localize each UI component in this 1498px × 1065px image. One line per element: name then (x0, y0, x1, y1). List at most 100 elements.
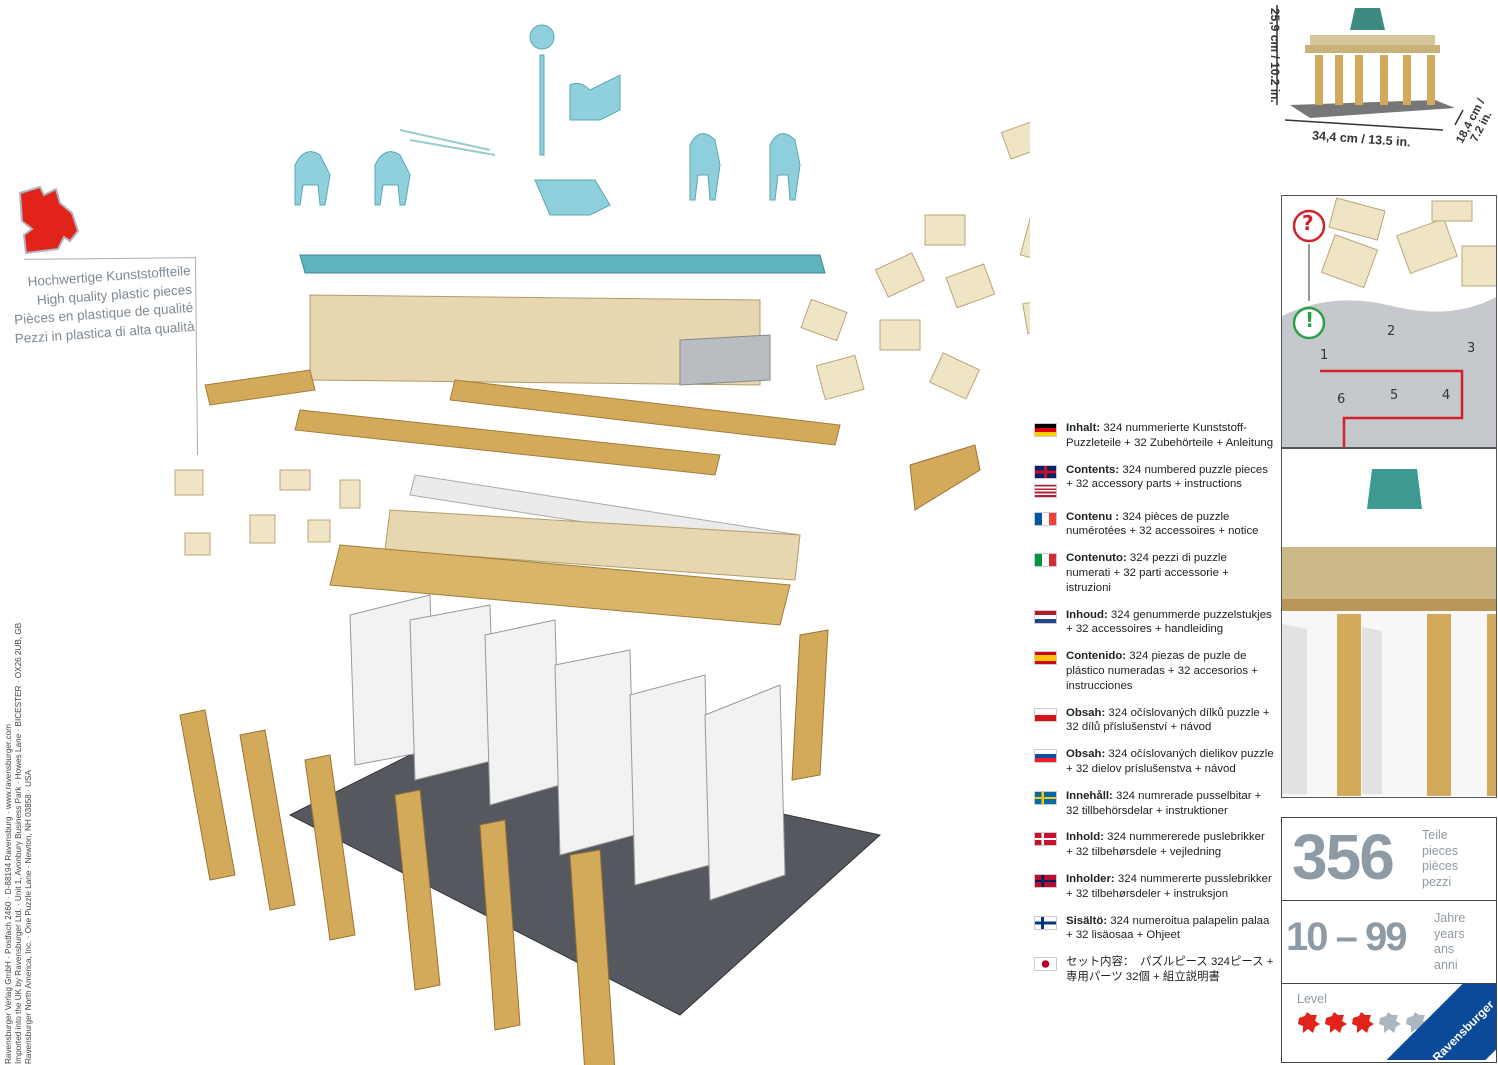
contents-text: 324 nummererede puslebrikker + 32 tilbeh… (1066, 831, 1265, 859)
level-piece-empty-icon (1379, 1012, 1401, 1033)
legal-text: Ravensburger Verlag GmbH · Postfach 2460… (4, 604, 34, 1064)
legal-line: Ravensburger Verlag GmbH · Postfach 2460… (4, 724, 13, 1064)
contents-label: Sisältö: (1066, 914, 1108, 927)
contents-text: セット内容： パズルピース 324ピース + 専用パーツ 32個 + 組立説明書 (1066, 956, 1274, 983)
model-photo (1281, 448, 1497, 798)
contents-text: 324 numrerade pusselbitar + 32 tillbehör… (1066, 789, 1262, 817)
contents-item: Contenu : 324 pièces de puzzle numérotée… (1034, 510, 1274, 540)
dimensions-diagram (1276, 5, 1464, 131)
contents-text: 324 nummererte pusslebrikker + 32 tilbeh… (1066, 872, 1272, 900)
age-label: years (1434, 926, 1465, 941)
flag-es-icon (1034, 651, 1057, 666)
contents-text: 324 piezas de puzle de plástico numerada… (1066, 650, 1258, 692)
piece-count: 356 (1292, 821, 1395, 893)
contents-label: Contenu : (1066, 510, 1120, 523)
contents-item: Contenuto: 324 pezzi di puzzle numerati … (1034, 551, 1274, 595)
step-number: 3 (1467, 341, 1476, 356)
level-piece-filled-icon (1325, 1012, 1347, 1033)
age-label: anni (1434, 957, 1458, 972)
contents-item: Inhold: 324 nummererede puslebrikker + 3… (1034, 830, 1274, 860)
step-number: 4 (1442, 388, 1451, 403)
age-range: 10 – 99 (1286, 915, 1407, 959)
age-label: ans (1434, 942, 1455, 956)
flag-de-icon (1034, 423, 1057, 437)
contents-item: Sisältö: 324 numeroitua palapelin palaa … (1034, 914, 1274, 944)
contents-label: Obsah: (1066, 706, 1106, 719)
step-number: 6 (1337, 392, 1346, 407)
contents-text: 324 genummerde puzzelstukjes + 32 access… (1066, 608, 1272, 636)
flag-cz-icon (1034, 707, 1057, 722)
contents-text: 324 pièces de puzzle numérotées + 32 acc… (1066, 510, 1259, 538)
contents-label: Obsah: (1066, 748, 1106, 761)
contents-item: セット内容： パズルピース 324ピース + 専用パーツ 32個 + 組立説明書 (1034, 955, 1274, 985)
level-label: Level (1297, 992, 1327, 1006)
contents-label: Contenuto: (1066, 552, 1127, 565)
contents-text: 324 pezzi di puzzle numerati + 32 parti … (1066, 552, 1229, 594)
loose-pieces (174, 118, 1030, 556)
contents-label: Inhold: (1066, 831, 1104, 844)
flag-fi-icon (1034, 915, 1057, 930)
contents-text: 324 numbered puzzle pieces + 32 accessor… (1066, 463, 1268, 491)
contents-label: Inholder: (1066, 872, 1115, 885)
contents-item: Inhalt: 324 nummerierte Kunststoff-Puzzl… (1034, 421, 1274, 451)
legal-line: Imported into the UK by Ravensburger Ltd… (14, 622, 23, 1064)
flag-it-icon (1034, 553, 1057, 568)
exclamation-mark: ! (1305, 308, 1315, 332)
flag-sk-icon (1034, 749, 1057, 764)
red-puzzle-piece-icon (18, 185, 80, 255)
beam (294, 409, 721, 476)
columns (179, 444, 981, 1065)
beam (449, 379, 841, 446)
contents-item: Obsah: 324 očíslovaných dielikov puzzle … (1034, 747, 1274, 777)
contents-label: Innehåll: (1066, 789, 1113, 802)
assembly-hint-panel: ? ! 1 2 3 4 5 6 (1281, 195, 1497, 448)
pieces-label: pezzi (1422, 874, 1452, 889)
quadriga-figures (294, 24, 801, 216)
product-info-box: 356 Teile pieces pièces pezzi 10 – 99 Ja… (1281, 817, 1497, 1063)
contents-text: 324 nummerierte Kunststoff-Puzzleteile +… (1066, 422, 1274, 449)
level-box: Level Ravensburger (1282, 984, 1496, 1060)
pieces-label: pièces (1422, 859, 1459, 873)
wall-panels (349, 594, 786, 901)
age-label: Jahre (1434, 911, 1466, 925)
step-number: 5 (1390, 388, 1399, 403)
roof-slab (299, 254, 826, 274)
contents-list: Inhalt: 324 nummerierte Kunststoff-Puzzl… (1034, 421, 1274, 997)
contents-item: Inholder: 324 nummererte pusslebrikker +… (1034, 872, 1274, 902)
flag-no-icon (1034, 873, 1057, 888)
pieces-label: pieces (1422, 843, 1459, 858)
flag-uk-icon (1034, 464, 1057, 479)
exploded-gate-illustration (174, 24, 1030, 1065)
question-mark: ? (1302, 211, 1314, 235)
contents-item: Obsah: 324 očíslovaných dílků puzzle + 3… (1034, 706, 1274, 736)
age-box: 10 – 99 Jahre years ans anni (1282, 901, 1496, 984)
flag-se-icon (1034, 790, 1057, 805)
flag-dk-icon (1034, 832, 1057, 847)
contents-label: Inhoud: (1066, 608, 1108, 621)
frieze-wall (309, 294, 761, 386)
contents-label: Inhalt: (1066, 422, 1101, 434)
flag-jp-icon (1034, 957, 1057, 972)
piece-count-box: 356 Teile pieces pièces pezzi (1282, 818, 1496, 901)
contents-item: Innehåll: 324 numrerade pusselbitar + 32… (1034, 789, 1274, 819)
step-number: 1 (1320, 348, 1329, 363)
level-piece-filled-icon (1352, 1012, 1374, 1033)
pieces-label: Teile (1422, 828, 1448, 842)
contents-text: 324 očíslovaných dielikov puzzle + 32 di… (1066, 748, 1274, 775)
level-rating (1297, 1012, 1429, 1034)
legal-line: Ravensburger North America, Inc. · One P… (24, 770, 33, 1064)
flag-us-icon (1034, 483, 1057, 498)
flag-nl-icon (1034, 609, 1057, 624)
contents-item: Inhoud: 324 genummerde puzzelstukjes + 3… (1034, 608, 1274, 638)
level-piece-filled-icon (1298, 1012, 1320, 1033)
contents-text: 324 numeroitua palapelin palaa + 32 lisä… (1066, 914, 1270, 942)
flag-fr-icon (1034, 511, 1057, 526)
contents-item: Contenido: 324 piezas de puzle de plásti… (1034, 649, 1274, 693)
step-number: 2 (1387, 324, 1396, 339)
contents-label: Contenido: (1066, 650, 1127, 663)
contents-item: Contents: 324 numbered puzzle pieces + 3… (1034, 463, 1274, 498)
assembly-hint-illustration (1282, 196, 1496, 447)
contents-label: Contents: (1066, 463, 1120, 476)
height-label: 25,9 cm / 10.2 in. (1268, 8, 1282, 103)
contents-text: 324 očíslovaných dílků puzzle + 32 dílů … (1066, 706, 1270, 734)
